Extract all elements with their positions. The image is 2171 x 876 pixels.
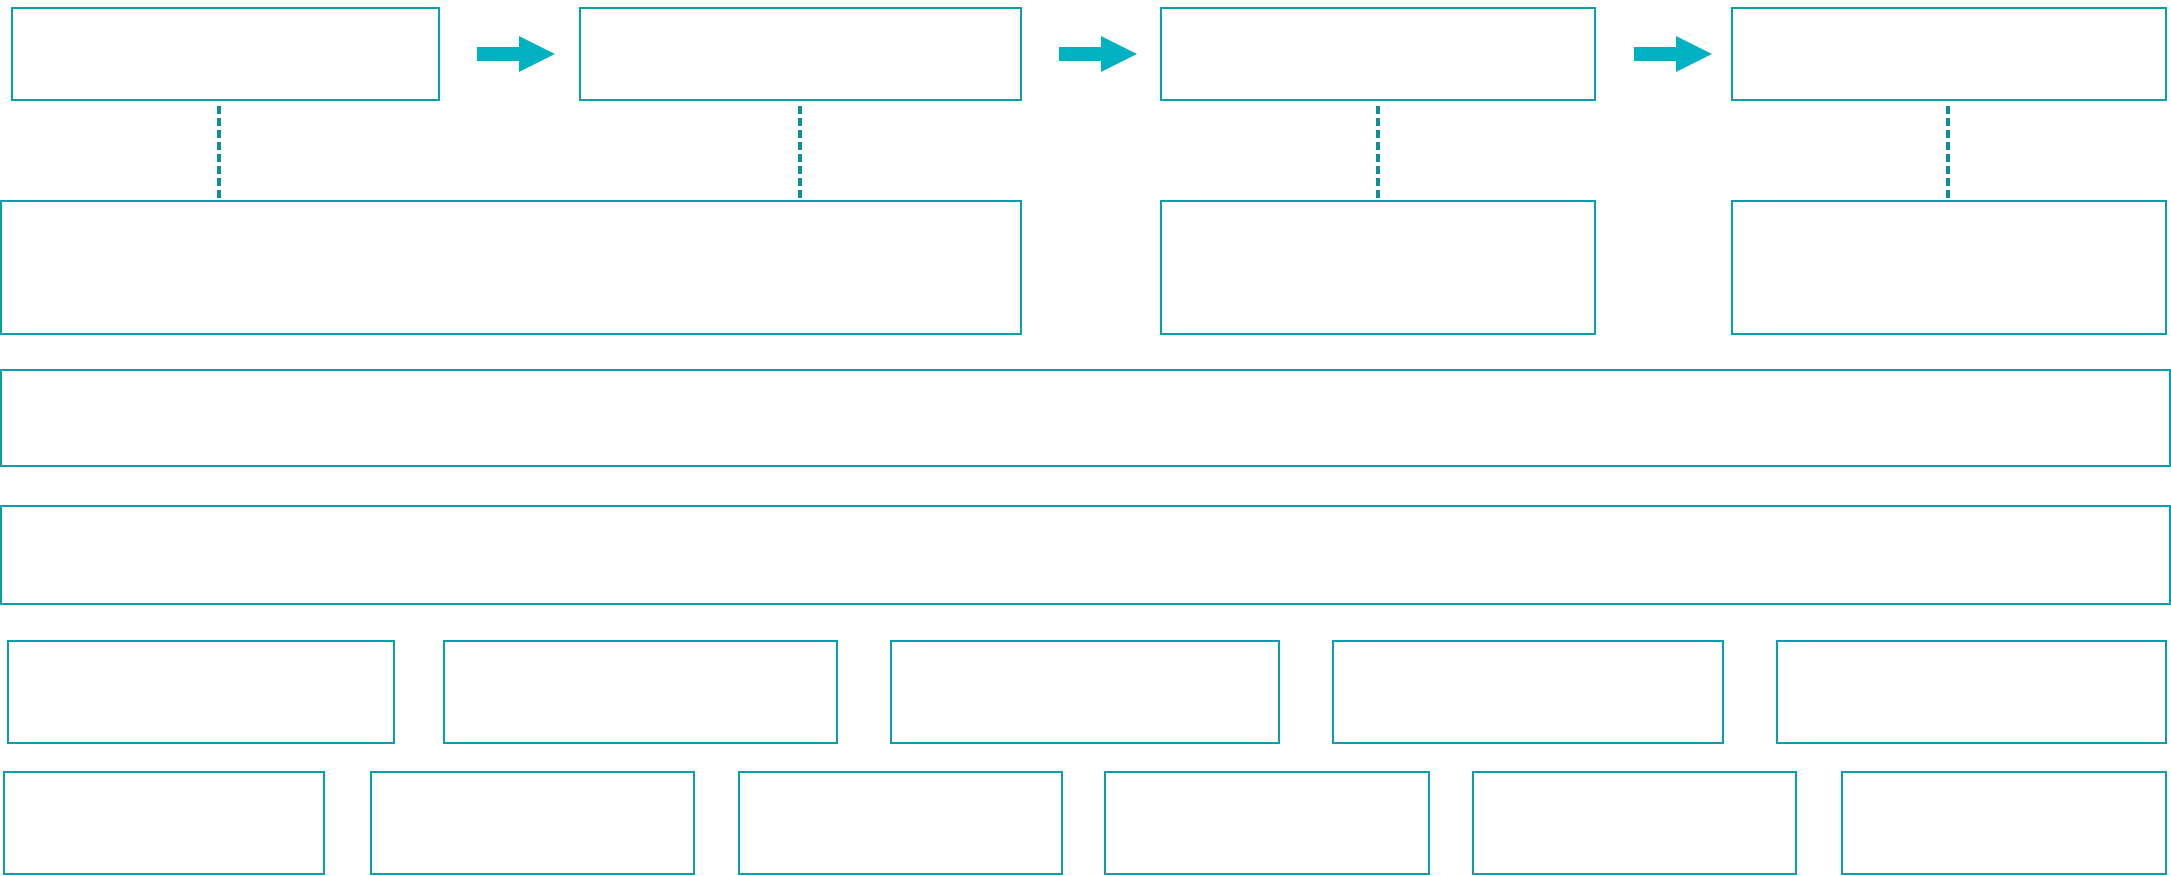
arrow-right-icon bbox=[1059, 36, 1137, 72]
row5-box-1 bbox=[7, 640, 395, 744]
step-box-3 bbox=[1160, 7, 1596, 101]
dashed-connector-2 bbox=[798, 106, 802, 198]
detail-box-2 bbox=[1160, 200, 1596, 335]
detail-box-3 bbox=[1731, 200, 2167, 335]
dashed-connector-1 bbox=[217, 106, 221, 198]
row5-box-4 bbox=[1332, 640, 1724, 744]
row6-box-6 bbox=[1841, 771, 2167, 875]
row6-box-5 bbox=[1472, 771, 1797, 875]
row6-box-3 bbox=[738, 771, 1063, 875]
detail-box-wide bbox=[0, 200, 1022, 335]
full-width-band-2 bbox=[0, 505, 2171, 605]
row6-box-1 bbox=[3, 771, 325, 875]
row5-box-3 bbox=[890, 640, 1280, 744]
row5-box-2 bbox=[443, 640, 838, 744]
step-box-2 bbox=[579, 7, 1022, 101]
dashed-connector-3 bbox=[1376, 106, 1380, 198]
row6-box-2 bbox=[370, 771, 695, 875]
arrow-right-icon bbox=[1634, 36, 1712, 72]
dashed-connector-4 bbox=[1946, 106, 1950, 198]
step-box-4 bbox=[1731, 7, 2167, 101]
step-box-1 bbox=[11, 7, 440, 101]
row6-box-4 bbox=[1104, 771, 1430, 875]
arrow-right-icon bbox=[477, 36, 555, 72]
row5-box-5 bbox=[1776, 640, 2167, 744]
full-width-band-1 bbox=[0, 369, 2171, 467]
